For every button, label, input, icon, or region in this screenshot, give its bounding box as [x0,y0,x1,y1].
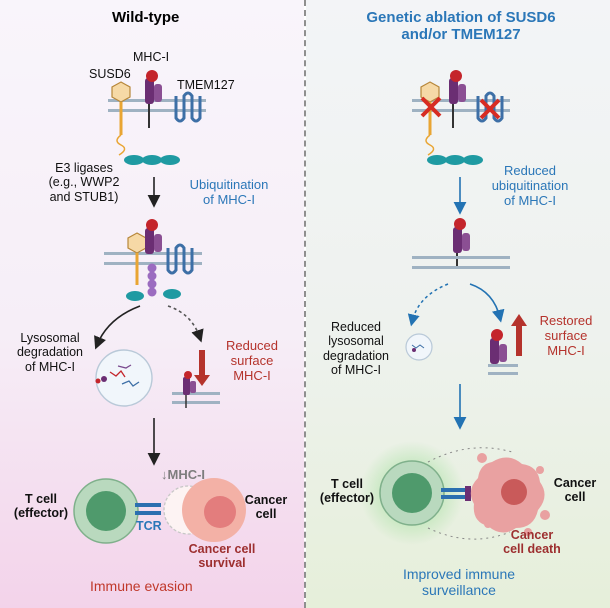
mhc-i-protein-right [449,70,466,128]
lysosomal-degradation-label: Lysosomal degradation of MHC-I [8,331,92,374]
tmem127-label: TMEM127 [177,78,235,92]
membrane-mid-left [104,252,202,265]
cancer-death-label: Cancer cell death [494,528,570,557]
t-cell-label-left: T cell (effector) [10,492,72,521]
down-arrow-red [194,350,210,386]
rlyso-line-3: degradation [322,348,390,363]
cancer-line-2: cell [255,507,277,522]
death-line-2: cell death [503,542,561,557]
reduced-line-1: Reduced [225,338,279,353]
rubiq-line-2: ubiquitination [491,177,569,193]
restored-line-2: surface [544,327,588,343]
rubiq-line-3: of MHC-I [504,192,556,208]
reduced-line-3: MHC-I [233,367,271,383]
cancer-cell-left [182,478,246,542]
immune-evasion-label: Immune evasion [90,578,193,594]
arrow-to-lysosome-dashed [407,283,449,327]
e3-ligase-cluster-right [427,155,483,165]
restored-line-3: MHC-I [547,342,585,358]
knockout-cross-susd6 [420,96,442,118]
mhc-i-protein-bound [145,219,162,254]
arrow-to-surface-dashed [167,305,204,343]
tcell-line-2: (effector) [13,506,69,521]
ubiquitination-label: Ubiquitination of MHC-I [182,177,276,208]
tmem127-protein-ablated [476,91,504,123]
wild-type-title: Wild-type [112,9,180,26]
e3-ligase-cluster [124,155,180,165]
survival-line-2: survival [198,556,246,571]
susd6-protein-bound [127,232,147,285]
cancer-line-1: Cancer [244,493,288,507]
restored-line-1: Restored [539,313,593,328]
lysosome-right [405,333,433,361]
ubiquitin-chain [147,263,157,297]
mhc-i-label: MHC-I [133,50,170,64]
improved-surveillance-label: Improved immune surveillance [374,566,544,598]
restored-surface-mhc [488,329,518,375]
up-arrow-red [511,314,527,356]
arrow-to-surface-right [469,283,505,323]
lyso-line-2: degradation [16,345,84,360]
lyso-line-3: of MHC-I [25,359,75,374]
reduced-surface-mhc-left [172,371,220,408]
lysosome-left [95,349,153,407]
susd6-label: SUSD6 [89,67,131,81]
knockout-cross-tmem127 [479,98,501,120]
tmem127-protein-bound [166,243,194,275]
rlyso-line-2: lysosomal [328,334,384,349]
tmem127-protein [174,91,202,123]
rcancer-line-2: cell [564,490,586,505]
death-line-1: Cancer [510,528,554,542]
cancer-survival-label: Cancer cell survival [174,542,270,571]
e3-ligases-label: E3 ligases (e.g., WWP2 and STUB1) [32,161,136,204]
tcr-left [135,503,161,515]
rubiq-line-1: Reduced [503,163,557,178]
restored-surface-label: Restored surface MHC-I [528,313,604,359]
t-cell-right [379,460,445,526]
susd6-protein-ablated [420,81,440,156]
rlyso-line-1: Reduced [330,320,382,334]
t-cell-left [73,478,139,544]
rtcell-line-1: T cell [331,477,363,491]
ablation-title-line-2: and/or TMEM127 [401,26,521,44]
rtcell-line-2: (effector) [319,491,375,506]
rlyso-line-4: of MHC-I [331,363,381,378]
tcr-label: TCR [136,519,162,533]
rcancer-line-1: Cancer [553,476,597,490]
arrow-to-lysosome [94,305,141,350]
ubiq-line-1: Ubiquitination [189,177,269,192]
tcr-right [441,486,471,501]
panel-divider [304,0,306,608]
survival-line-1: Cancer cell [188,542,256,556]
tcell-line-1: T cell [25,492,57,506]
ablation-title: Genetic ablation of SUSD6 and/or TMEM127 [316,9,606,44]
reduced-lysosomal-label: Reduced lysosomal degradation of MHC-I [312,320,400,378]
e3-line-3: and STUB1) [49,189,119,204]
reduced-line-2: surface [230,352,274,368]
outcome-line-2: surveillance [422,582,496,599]
e3-line-1: E3 ligases [55,161,113,175]
e3-ligase-bound [126,289,181,301]
ubiq-line-2: of MHC-I [203,191,255,207]
lyso-line-1: Lysosomal [20,331,80,345]
mhc-i-free-right [412,218,510,269]
cytotoxic-dots-bottom [427,527,511,540]
mhc-i-protein [145,70,162,128]
ablation-title-line-1: Genetic ablation of SUSD6 [366,9,556,26]
cytotoxic-dots-top [427,447,513,463]
decreased-mhc-label: ↓MHC-I [161,467,206,482]
dying-cancer-cell [470,453,550,536]
reduced-ubiquitination-label: Reduced ubiquitination of MHC-I [482,163,578,209]
reduced-surface-label: Reduced surface MHC-I [212,338,292,384]
e3-line-2: (e.g., WWP2 [48,175,120,190]
cancer-cell-label-left: Cancer cell [238,493,294,522]
cancer-cell-label-right: Cancer cell [546,476,604,505]
t-cell-label-right: T cell (effector) [316,477,378,506]
susd6-protein [111,81,131,156]
outcome-line-1: Improved immune [402,566,516,582]
